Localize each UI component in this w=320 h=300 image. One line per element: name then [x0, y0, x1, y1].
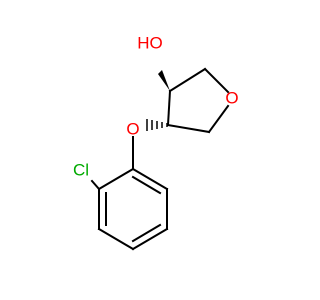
bond-ar4-ar5 — [131, 227, 169, 251]
bond-ar3-ar4 — [97, 227, 135, 251]
bond-c2-ring-o — [203, 67, 230, 94]
molecule-structure: HO O O Cl — [73, 33, 239, 251]
hydroxyl-label: HO — [137, 33, 163, 52]
hashed-bond-c4-o — [146, 119, 168, 131]
bond-ar1-ar2 — [97, 167, 135, 191]
bond-c3-c2 — [168, 67, 207, 93]
bond-ar6-ar1 — [131, 167, 169, 191]
ring-oxygen-label: O — [225, 88, 238, 107]
bond-c5-c4 — [166, 123, 211, 134]
chlorine-label: Cl — [73, 160, 89, 179]
molecule-canvas: HO O O Cl — [73, 33, 239, 251]
bond-ar2-cl — [90, 179, 101, 191]
ether-oxygen-label: O — [126, 119, 139, 138]
double-bond-ar4-ar5 — [131, 223, 162, 243]
wedge-bond-c3-oh — [158, 70, 170, 91]
bond-c4-c3 — [166, 89, 172, 127]
double-bond-ar6-ar1 — [131, 175, 162, 195]
bond-ring-o-c5 — [207, 104, 230, 134]
